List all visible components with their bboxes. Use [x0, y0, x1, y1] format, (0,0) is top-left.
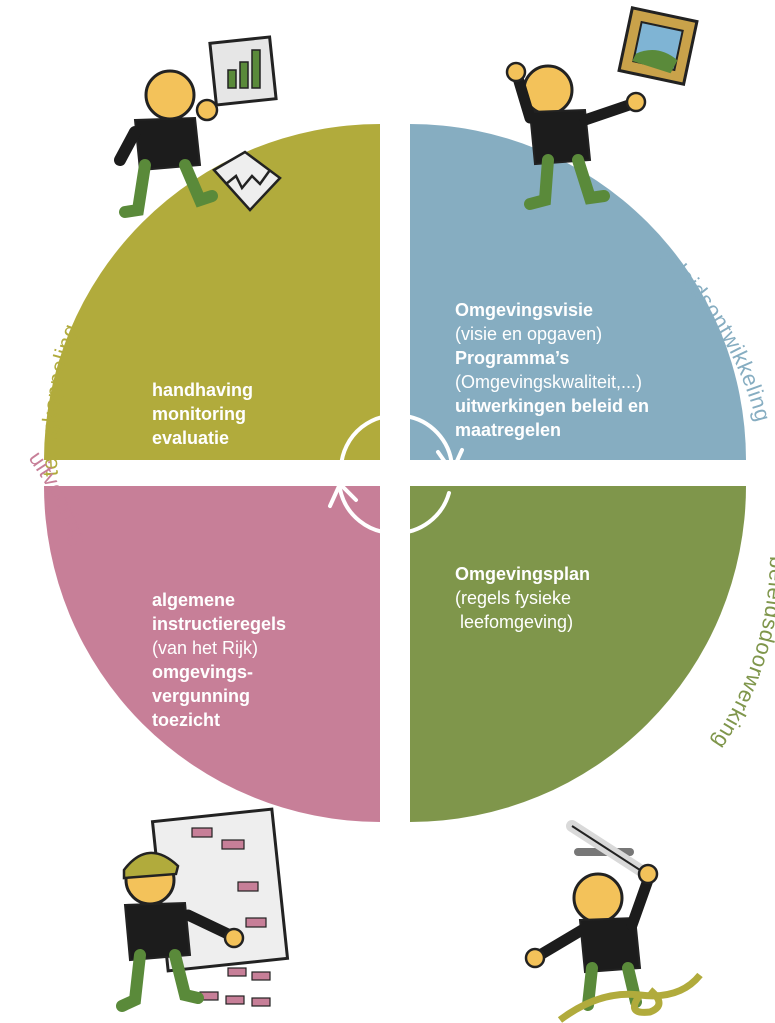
- painting-figure-icon: [505, 6, 699, 210]
- terugkoppeling-line: handhaving: [152, 380, 254, 400]
- terugkoppeling-text: handhaving monitoring evaluatie: [152, 378, 253, 450]
- chart-figure-icon: [114, 35, 282, 218]
- programmas-subtitle: (Omgevingskwaliteit,...): [455, 372, 643, 392]
- beleidsdoorwerking-text: Omgevingsplan (regels fysieke leefomgevi…: [455, 562, 590, 634]
- omgevingsvisie-subtitle: (visie en opgaven): [455, 324, 603, 344]
- uitvoering-text: algemene instructieregels (van het Rijk)…: [152, 588, 286, 732]
- van-het-rijk-line: (van het Rijk): [152, 638, 259, 658]
- programmas-title: Programma’s: [455, 348, 570, 368]
- quadrant-beleidsdoorwerking: [410, 486, 746, 822]
- omgevingsplan-subtitle-2: leefomgeving): [455, 612, 574, 632]
- quadrant-terugkoppeling: [44, 124, 380, 460]
- omgevingsplan-title: Omgevingsplan: [455, 564, 591, 584]
- quadrant-beleidsontwikkeling: [410, 124, 746, 460]
- omgevings-line: omgevings-: [152, 662, 254, 682]
- cycle-arrow-icon: [328, 413, 464, 536]
- omgevingsvisie-title: Omgevingsvisie: [455, 300, 594, 320]
- quadrant-uitvoering: [44, 486, 380, 822]
- sword-rope-figure-icon: [524, 820, 703, 1023]
- signboard-figure-icon: [116, 807, 290, 1012]
- uitwerkingen-line: uitwerkingen beleid en: [455, 396, 650, 416]
- beleidsontwikkeling-text: Omgevingsvisie (visie en opgaven) Progra…: [455, 298, 649, 442]
- omgevingsplan-subtitle: (regels fysieke: [455, 588, 572, 608]
- algemene-line: algemene: [152, 590, 236, 610]
- maatregelen-line: maatregelen: [455, 420, 562, 440]
- terugkoppeling-line: monitoring: [152, 404, 246, 424]
- terugkoppeling-line: evaluatie: [152, 428, 230, 448]
- instructieregels-line: instructieregels: [152, 614, 287, 634]
- vergunning-line: vergunning: [152, 686, 250, 706]
- toezicht-line: toezicht: [152, 710, 221, 730]
